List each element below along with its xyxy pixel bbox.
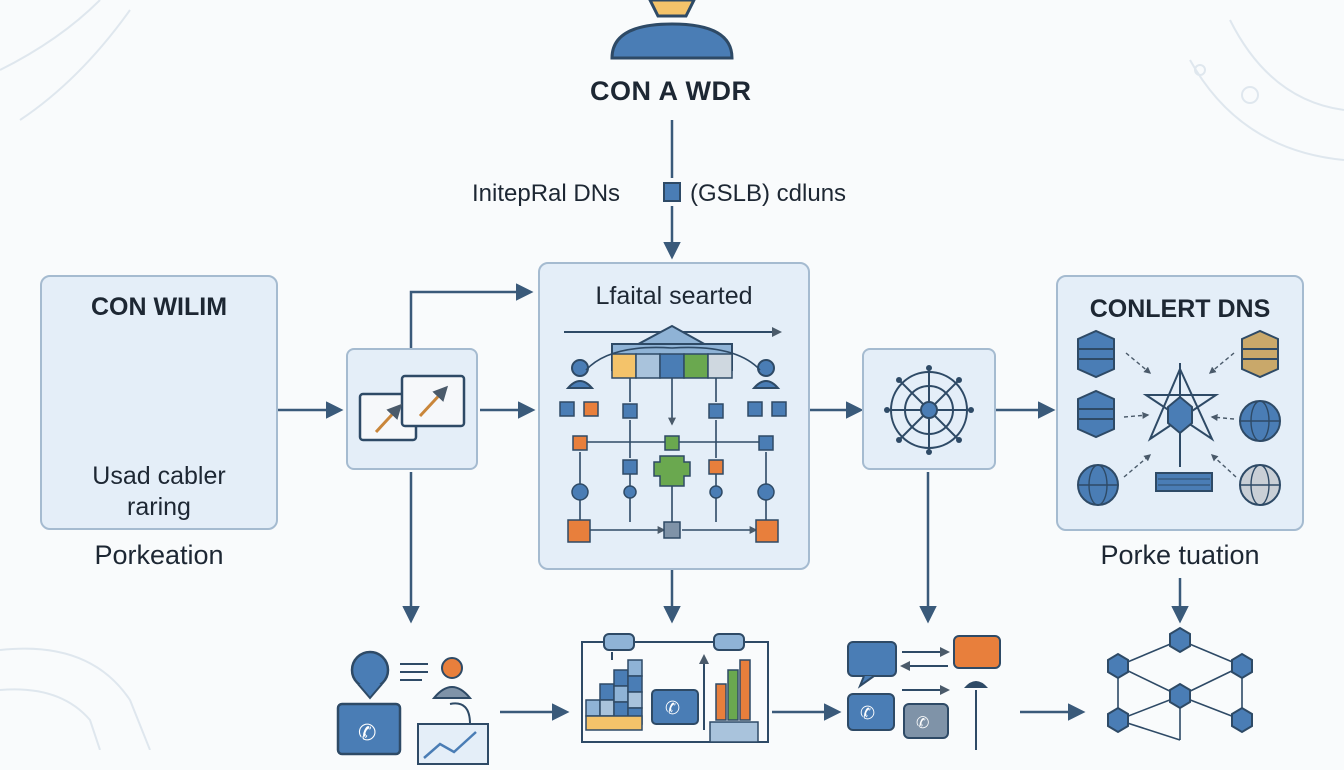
svg-text:✆: ✆ [860, 703, 875, 724]
center-panel-title: Lfaital searted [595, 282, 753, 310]
background-decoration [0, 0, 1344, 750]
right-panel-caption: Porke tuation [1100, 540, 1260, 570]
right-panel-title: CONLERT DNS [1089, 295, 1271, 323]
load-balancer-network-icon [559, 324, 787, 543]
routing-wheel-icon [884, 365, 974, 455]
left-panel-title: CON WILIM [90, 293, 228, 321]
bottom-analytics-icons: ✆ [581, 633, 769, 743]
bottom-chat-icons: ✆ ✆ [847, 635, 1001, 750]
bottom-graph-icons [1107, 626, 1253, 741]
center-panel: Lfaital searted [538, 262, 810, 570]
bottom-support-icons: ✆ [336, 650, 489, 765]
pointer-box [346, 348, 478, 470]
svg-text:✆: ✆ [916, 713, 929, 732]
user-label: CON A WDR [590, 76, 752, 106]
flow-arrows [278, 283, 1189, 721]
dns-step-label-right: (GSLB) cdluns [690, 180, 847, 207]
dns-step-label-left: InitepRal DNs [472, 180, 621, 207]
dns-network-icon [1077, 329, 1281, 506]
svg-text:✆: ✆ [358, 721, 376, 746]
right-panel: CONLERT DNS [1056, 275, 1304, 531]
left-panel: CON WILIM Usad cabler raring [40, 275, 278, 530]
database-icon [1077, 329, 1279, 439]
left-panel-text-line2: raring [127, 493, 191, 521]
dns-node-icon [663, 182, 681, 202]
server-bar-icon [1155, 472, 1213, 492]
routing-box [862, 348, 996, 470]
left-panel-caption: Porkeation [94, 540, 224, 570]
svg-text:✆: ✆ [665, 698, 680, 719]
user-icon [610, 0, 734, 60]
diagonal-arrows-icon [358, 374, 466, 442]
left-panel-text-line1: Usad cabler [92, 462, 226, 490]
